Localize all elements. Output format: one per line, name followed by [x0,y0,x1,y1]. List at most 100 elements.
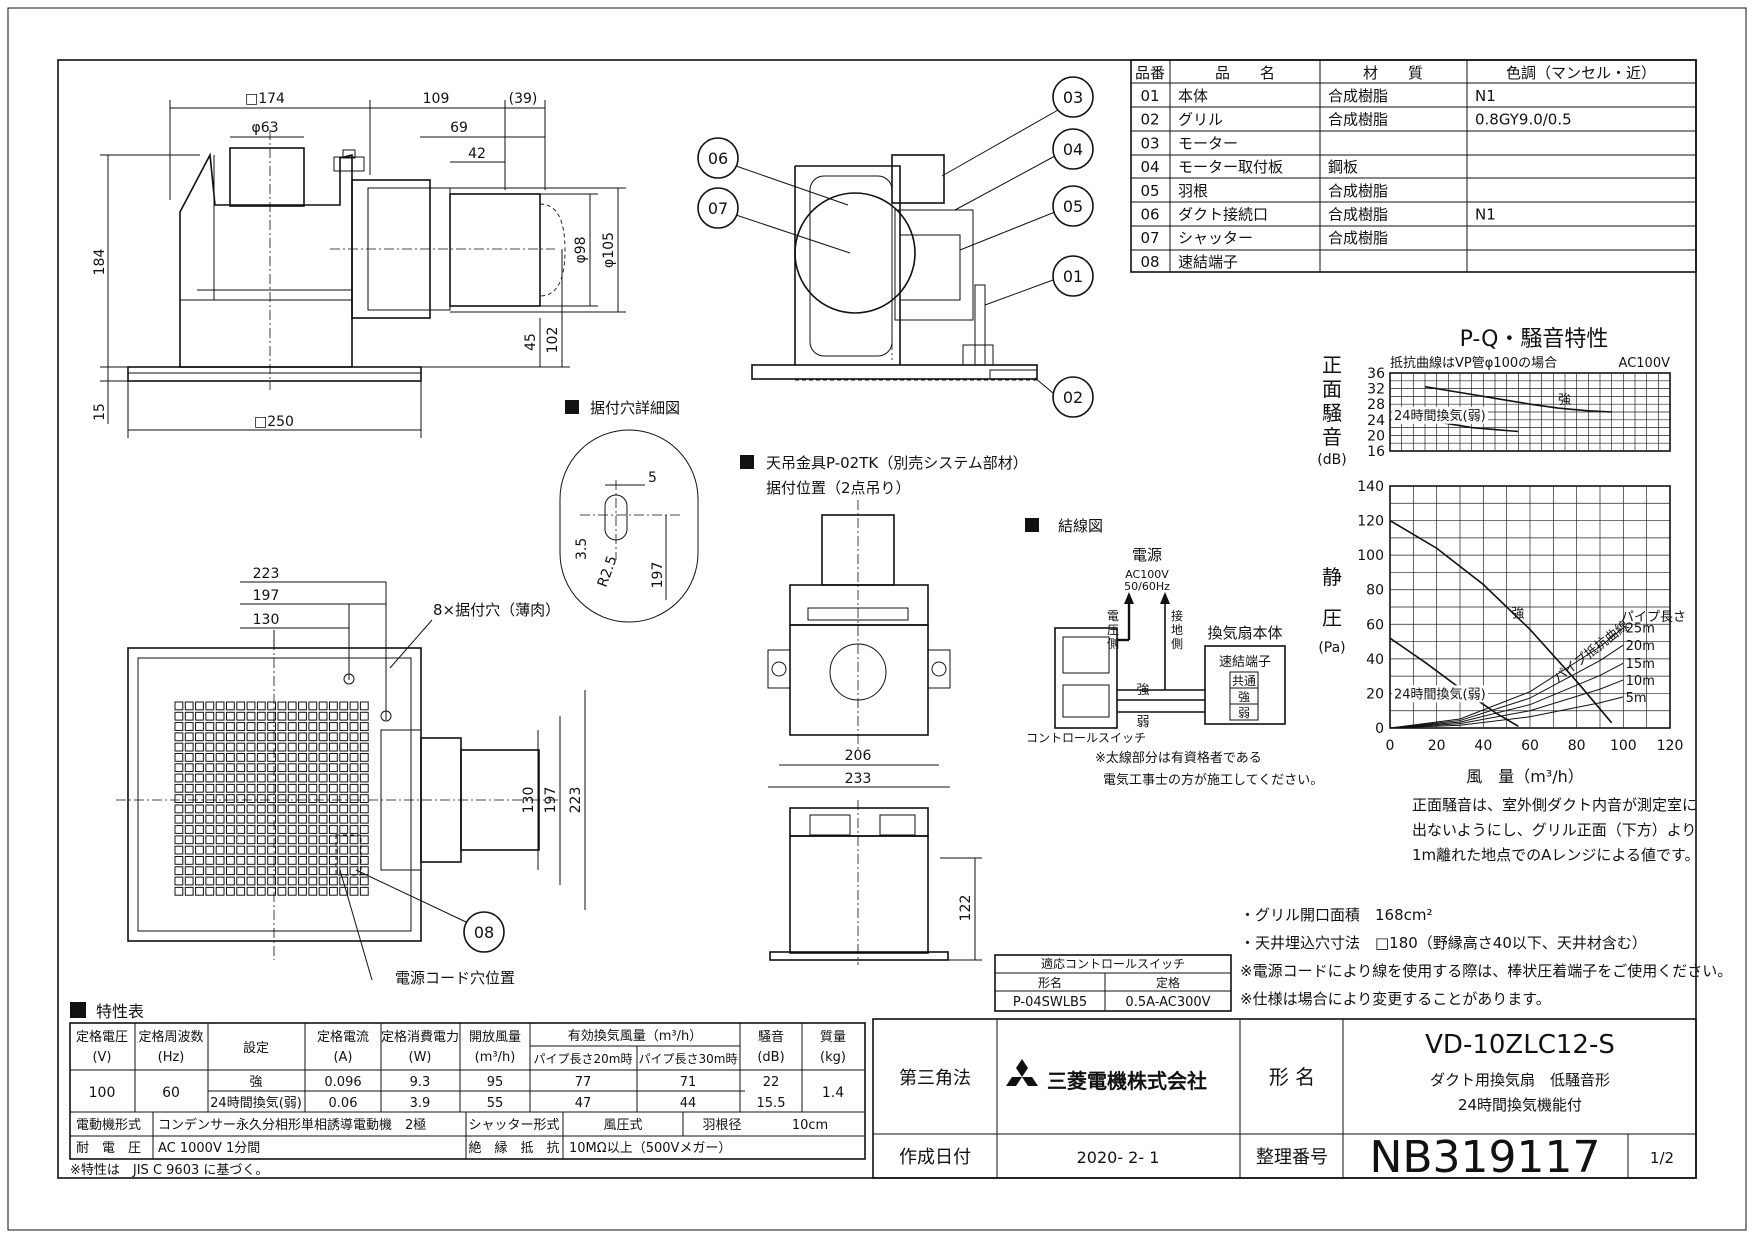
parts-cell-4-1: 羽根 [1178,182,1208,200]
spec-insulation-label: 絶 縁 抵 抗 [468,1140,559,1156]
noise-ylabel-2: 面 [1322,377,1342,401]
spec-bullet-icon [70,1002,86,1018]
spec-footnote: ※特性は JIS C 9603 に基づく。 [70,1163,268,1178]
callout-01: 01 [1063,267,1083,286]
hanger-bullet-icon [740,455,754,469]
pq-noise-chart: P-Q・騒音特性 抵抗曲線はVP管φ100の場合 AC100V 正 面 騒 音 … [1317,327,1699,864]
spec-cell-0-5: 71 [680,1075,697,1090]
spec-cell-0-3: 95 [487,1075,504,1090]
hanger-title: 天吊金具P-02TK（別売システム部材） [766,454,1028,472]
spec-cell-1-3: 55 [487,1096,504,1111]
detail-dim-197: 197 [650,562,666,589]
mount-hole-detail: 据付穴詳細図 5 3.5 R2.5 197 [559,399,699,623]
hanger-dim-122: 122 [958,895,974,922]
noise-ylabel-1: 正 [1322,353,1342,377]
spec-h-power-2: (W) [409,1050,432,1065]
wiring-diagram: 結線図 電源 AC100V 50/60Hz 電 圧 側 接 地 側 強 弱 換気… [1025,517,1323,788]
plan-dim-223: 223 [253,566,280,582]
dim-45: 45 [523,333,539,351]
noise-label-weak: 24時間換気(弱) [1394,408,1486,424]
tb-date-label: 作成日付 [899,1147,971,1168]
pq-xtick: 120 [1657,738,1684,754]
wiring-note-1: ※太線部分は有資格者である [1095,750,1262,766]
parts-cell-2-1: モーター [1178,134,1238,152]
tb-ref-label: 整理番号 [1256,1147,1328,1168]
pq-ytick: 140 [1357,479,1384,495]
chart-note-2: 出ないようにし、グリル正面（下方）より [1412,821,1696,839]
noise-ylabel-4: 音 [1322,425,1342,449]
spec-h-freq-1: 定格周波数 [138,1029,203,1045]
parts-cell-7-1: 速結端子 [1178,253,1238,271]
detail-title: 据付穴詳細図 [590,399,680,417]
switch-header-model: 形名 [1038,975,1062,990]
spec-withstand-label: 耐 電 圧 [76,1141,141,1156]
plan-dim-130v: 130 [521,787,537,814]
chart-subtitle: 抵抗曲線はVP管φ100の場合 [1390,355,1557,371]
tb-desc-1: ダクト用換気扇 低騒音形 [1430,1071,1610,1089]
pq-series-0 [1389,519,1613,724]
callout-08: 08 [474,923,494,942]
detail-dim-5: 5 [648,470,657,486]
parts-cell-6-2: 合成樹脂 [1328,229,1388,247]
dim-250: □250 [254,414,294,430]
spec-freq: 60 [162,1085,180,1101]
ground-side-1: 接 [1171,608,1183,623]
tb-page: 1/2 [1650,1149,1674,1167]
chart-note-1: 正面騒音は、室外側ダクト内音が測定室に [1412,796,1697,814]
noise-series-0 [1424,385,1612,413]
parts-cell-3-1: モーター取付板 [1178,158,1283,176]
parts-cell-1-1: グリル [1178,111,1223,129]
noise-label-weak-bg [1392,406,1488,424]
spec-cell-1-6: 15.5 [757,1096,786,1111]
plan-mount-holes: 8×据付穴（薄肉） [433,601,560,619]
spec-mass: 1.4 [822,1085,844,1101]
spec-h-current-1: 定格電流 [317,1029,369,1045]
frame-border [57,59,1697,1179]
wiring-bullet-icon [1025,518,1039,532]
spec-cell-0-4: 77 [575,1075,592,1090]
parts-cell-7-0: 08 [1140,253,1159,271]
tb-company: 三菱電機株式会社 [1047,1069,1207,1093]
switch-rating: 0.5A-AC300V [1125,995,1210,1010]
spec-cell-1-5: 44 [680,1096,697,1111]
wiring-unit: 換気扇本体 [1207,624,1282,642]
wiring-freq: 50/60Hz [1124,580,1170,593]
parts-cell-2-0: 03 [1140,134,1159,152]
plan-dim-197: 197 [253,588,280,604]
pq-xtick: 20 [1428,738,1446,754]
parts-cell-0-0: 01 [1140,87,1159,105]
spec-shutter-label: シャッター形式 [468,1118,559,1133]
tb-ref-no: NB319117 [1369,1132,1600,1183]
pq-ytick: 100 [1357,548,1384,564]
plan-view: 223 197 130 8×据付穴（薄肉） 130 197 223 電源コード穴… [116,566,586,987]
switch-title: 適応コントロールスイッチ [1041,956,1185,971]
parts-header-material: 材 質 [1363,64,1423,82]
pq-ytick: 80 [1366,583,1384,599]
pq-pipe-label: パイプ長さ [1621,610,1686,625]
tb-model-label: 形 名 [1269,1065,1315,1089]
wiring-voltage: AC100V [1125,568,1169,581]
resistance-curve-0 [1389,627,1624,729]
dim-39: (39) [509,91,538,107]
resistance-curve-3 [1389,679,1624,729]
pq-label-strong: 強 [1511,606,1524,621]
plan-dim-130: 130 [253,612,280,628]
hanger-dim-233: 233 [845,771,872,787]
parts-cell-6-1: シャッター [1178,229,1253,247]
note-1: ・グリル開口面積 168cm² [1240,906,1433,924]
spec-h-power-1: 定格消費電力 [381,1029,459,1045]
power-side-1: 電 [1107,609,1119,623]
spec-cell-0-0: 強 [249,1075,262,1090]
spec-motor-value: コンデンサー永久分相形単相誘導電動機 2極 [158,1117,426,1133]
title-block: 第三角法 三菱電機株式会社 形 名 VD-10ZLC12-S ダクト用換気扇 低… [872,1018,1697,1183]
spec-h-current-2: (A) [333,1050,352,1065]
spec-shutter-value: 風圧式 [603,1118,642,1133]
spec-cell-1-2: 3.9 [410,1096,431,1111]
parts-cell-5-1: ダクト接続口 [1178,206,1268,224]
callouts: 03 04 05 01 02 06 07 08 [355,76,1094,953]
chart-title: P-Q・騒音特性 [1460,327,1609,352]
pq-xtick: 100 [1610,738,1637,754]
